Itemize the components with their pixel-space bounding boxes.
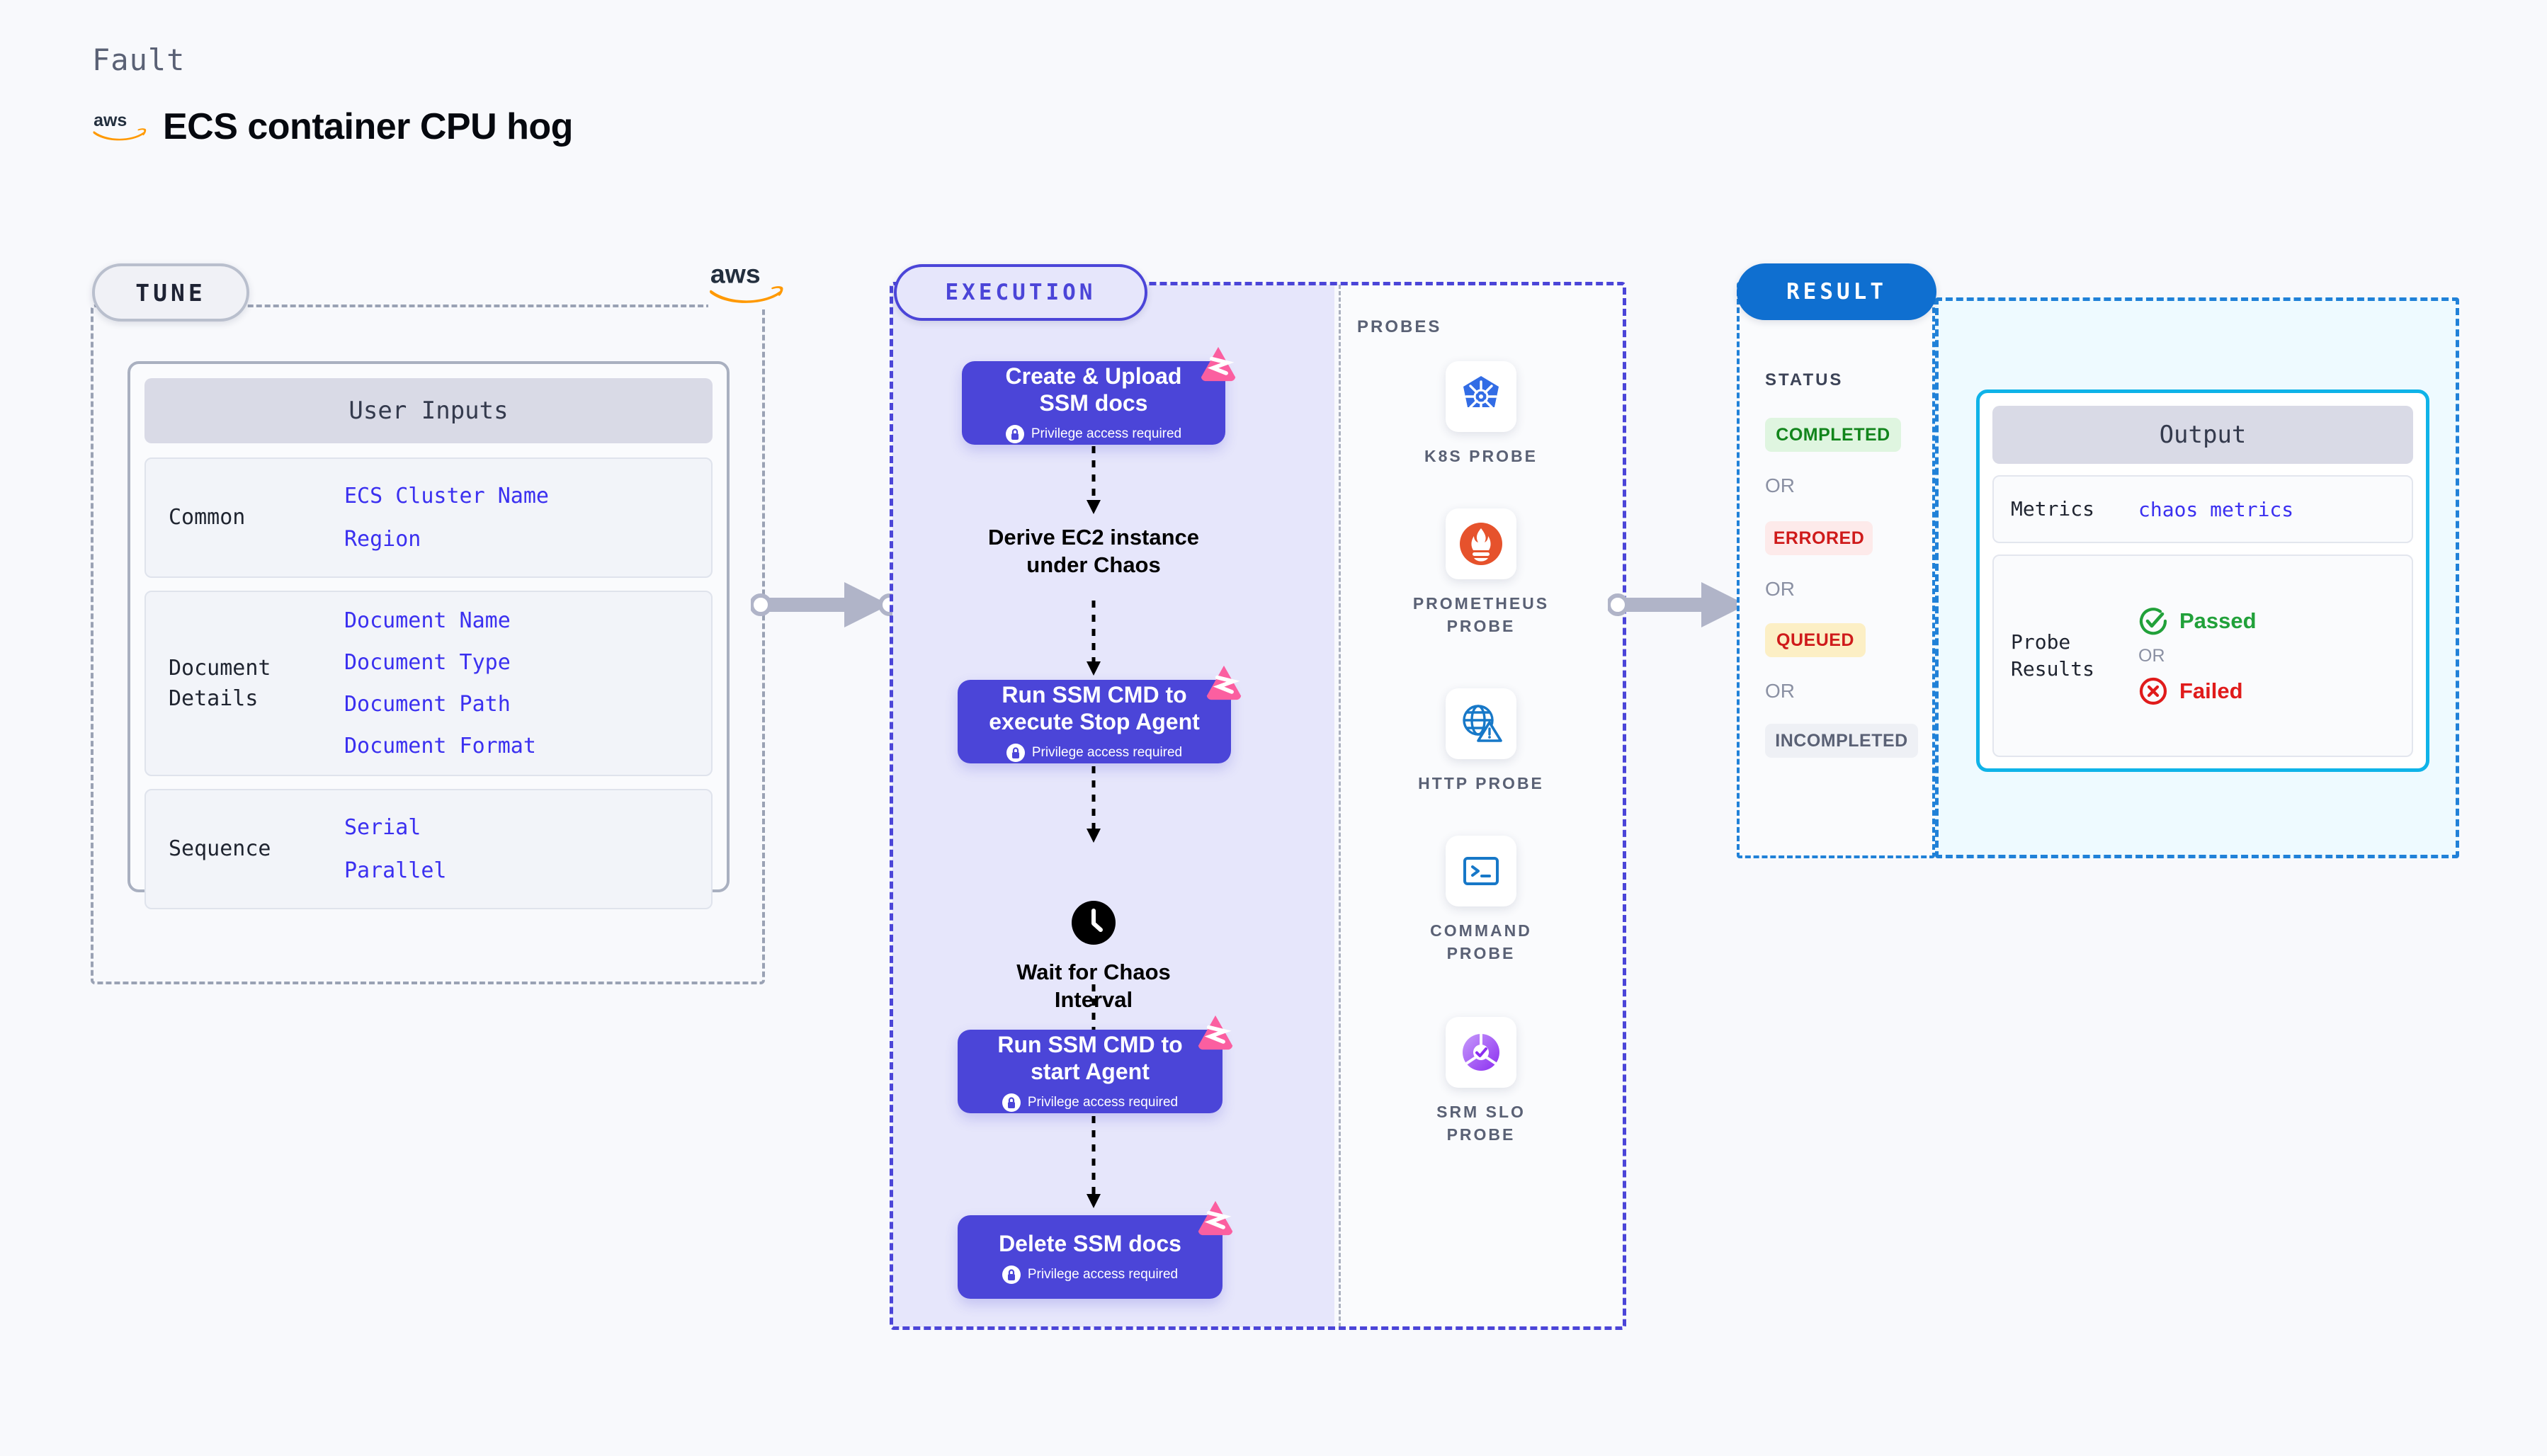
user-inputs-card: User Inputs Common ECS Cluster Name Regi… [127, 361, 730, 909]
title-row: aws ECS container CPU hog [92, 106, 573, 148]
output-card: Output Metrics chaos metrics Probe Resul… [1976, 389, 2429, 772]
probe-item-k8s[interactable]: K8S PROBE [1339, 361, 1623, 467]
probe-item-http[interactable]: HTTP PROBE [1339, 688, 1623, 795]
srm-slo-icon [1446, 1017, 1516, 1088]
probe-label: K8S PROBE [1424, 447, 1538, 465]
litmus-chaos-icon [1201, 346, 1236, 382]
aws-logo-corner-icon: aws [708, 258, 785, 309]
output-row-metrics[interactable]: Metrics chaos metrics [1992, 475, 2413, 543]
privilege-note: Privilege access required [1005, 425, 1181, 444]
result-badge[interactable]: RESULT [1737, 263, 1936, 320]
execution-background [892, 285, 1334, 1327]
tune-badge[interactable]: TUNE [92, 263, 249, 322]
flow-node-derive-ec2-instance: Derive EC2 instance under Chaos [917, 524, 1271, 579]
or-label: OR [1765, 474, 1795, 496]
probe-result-passed: Passed [2138, 606, 2257, 636]
tune-row-document-details[interactable]: Document Details Document Name Document … [144, 591, 713, 776]
output-key: Probe Results [2011, 630, 2095, 681]
status-badge-completed[interactable]: COMPLETED [1765, 418, 1901, 452]
terminal-icon [1446, 836, 1516, 906]
http-globe-icon [1446, 688, 1516, 759]
status-badge-errored[interactable]: ERRORED [1765, 521, 1873, 555]
or-label: OR [1765, 680, 1795, 702]
probe-label: PROMETHEUS PROBE [1412, 594, 1550, 636]
flow-node-label: Delete SSM docs [999, 1230, 1181, 1256]
tune-row-values: Serial Parallel [344, 815, 447, 883]
tune-row-common[interactable]: Common ECS Cluster Name Region [144, 457, 713, 578]
arrow-connector [1087, 1116, 1101, 1208]
page-header: Fault aws ECS container CPU hog [92, 42, 573, 148]
prometheus-icon [1446, 508, 1516, 579]
probe-label: SRM SLO PROBE [1436, 1103, 1526, 1144]
arrow-connector [1087, 601, 1101, 676]
status-title: STATUS [1765, 370, 1844, 389]
tune-row-sequence[interactable]: Sequence Serial Parallel [144, 789, 713, 909]
check-circle-icon [2139, 607, 2167, 635]
tune-row-values: Document Name Document Type Document Pat… [344, 608, 536, 758]
status-badge-queued[interactable]: QUEUED [1765, 623, 1866, 657]
flow-node-label: Create & Upload SSM docs [1005, 363, 1182, 416]
flow-node-delete-ssm-docs[interactable]: Delete SSM docs Privilege access require… [958, 1200, 1233, 1299]
probes-title: PROBES [1357, 317, 1442, 336]
litmus-chaos-icon [1206, 665, 1242, 700]
probe-label: HTTP PROBE [1418, 774, 1544, 792]
svg-text:aws: aws [710, 259, 761, 289]
user-inputs-title: User Inputs [144, 378, 713, 443]
flow-node-label: Derive EC2 instance under Chaos [987, 525, 1200, 577]
svg-text:aws: aws [93, 110, 127, 130]
status-badge-incompleted[interactable]: INCOMPLETED [1765, 724, 1918, 758]
output-title: Output [1992, 406, 2413, 464]
execution-badge[interactable]: EXECUTION [894, 264, 1147, 321]
lock-icon [1005, 425, 1024, 444]
probes-background [1339, 285, 1623, 1327]
output-key: Metrics [2011, 497, 2095, 521]
kubernetes-icon [1446, 361, 1516, 432]
execution-panel [890, 282, 1626, 1330]
x-circle-icon [2139, 677, 2167, 705]
litmus-chaos-icon [1198, 1200, 1233, 1236]
page-title: ECS container CPU hog [163, 106, 573, 147]
probe-label: COMMAND PROBE [1430, 921, 1532, 963]
aws-logo: aws [93, 110, 147, 141]
fault-label: Fault [92, 42, 186, 77]
lock-icon [1002, 1266, 1021, 1285]
result-status-panel [1737, 282, 1935, 858]
connector-execution-result [1608, 582, 1757, 627]
flow-node-label: Run SSM CMD to start Agent [997, 1031, 1183, 1084]
arrow-connector [1087, 766, 1101, 843]
probe-result-failed: Failed [2138, 676, 2257, 706]
or-label: OR [2138, 645, 2165, 666]
litmus-chaos-icon [1198, 1015, 1233, 1050]
probe-item-srm-slo[interactable]: SRM SLO PROBE [1339, 1017, 1623, 1146]
probe-item-prometheus[interactable]: PROMETHEUS PROBE [1339, 508, 1623, 637]
privilege-note: Privilege access required [1002, 1093, 1178, 1113]
privilege-note: Privilege access required [1002, 1266, 1178, 1285]
tune-row-values: ECS Cluster Name Region [344, 484, 549, 552]
output-row-probe-results: Probe Results Passed OR Failed [1992, 554, 2413, 757]
clock-icon [1072, 901, 1116, 945]
flow-node-label: Wait for Chaos Interval [1016, 959, 1171, 1012]
probe-result-values: Passed OR Failed [2138, 606, 2257, 706]
arrow-connector [1087, 446, 1101, 514]
lock-icon [1002, 1093, 1021, 1113]
flow-node-wait-for-chaos-interval: Wait for Chaos Interval [917, 901, 1271, 1013]
flow-node-run-ssm-stop-agent[interactable]: Run SSM CMD to execute Stop Agent Privil… [958, 665, 1242, 763]
or-label: OR [1765, 578, 1795, 600]
flow-node-create-upload-ssm-docs[interactable]: Create & Upload SSM docs Privilege acces… [962, 346, 1236, 445]
privilege-note: Privilege access required [1006, 744, 1182, 763]
chaos-metrics-link[interactable]: chaos metrics [2138, 497, 2294, 521]
connector-tune-execution [751, 582, 900, 627]
lock-icon [1006, 744, 1025, 763]
flow-node-label: Run SSM CMD to execute Stop Agent [989, 681, 1200, 734]
probe-item-command[interactable]: COMMAND PROBE [1339, 836, 1623, 965]
flow-node-run-ssm-start-agent[interactable]: Run SSM CMD to start Agent Privilege acc… [958, 1015, 1233, 1113]
